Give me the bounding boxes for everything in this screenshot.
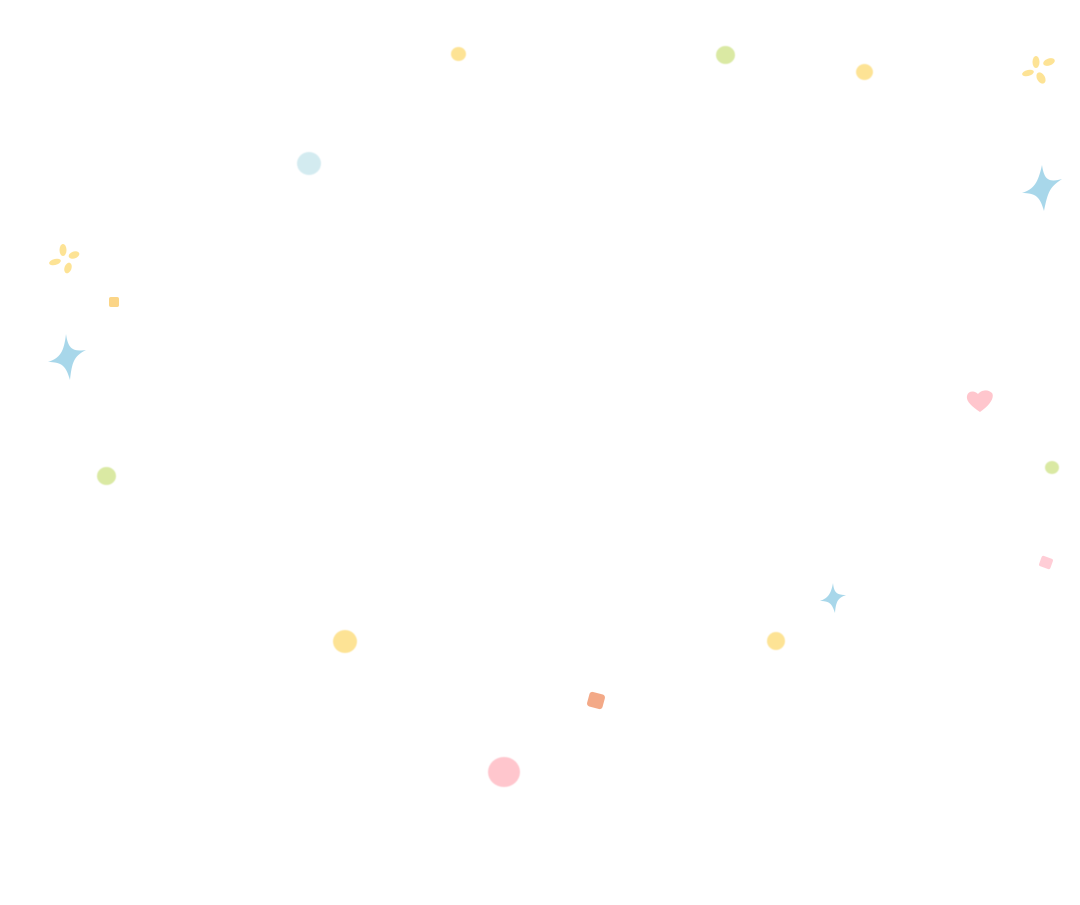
dot-icon — [488, 757, 520, 787]
four-point-star-icon — [820, 583, 846, 613]
dot-icon — [297, 152, 321, 175]
dot-icon — [856, 64, 873, 80]
sparkle-icon — [1022, 56, 1055, 84]
square-icon — [586, 691, 606, 710]
heart-icon — [966, 390, 993, 412]
sparkle-icon — [49, 244, 80, 274]
dot-icon — [451, 47, 466, 61]
dot-icon — [97, 467, 116, 485]
four-point-star-icon — [1022, 165, 1062, 211]
four-point-star-icon — [48, 334, 86, 380]
square-icon — [109, 297, 119, 307]
dot-icon — [716, 46, 735, 64]
dot-icon — [333, 630, 357, 653]
square-icon — [1038, 555, 1054, 570]
dot-icon — [767, 632, 785, 650]
dot-icon — [1045, 461, 1059, 474]
